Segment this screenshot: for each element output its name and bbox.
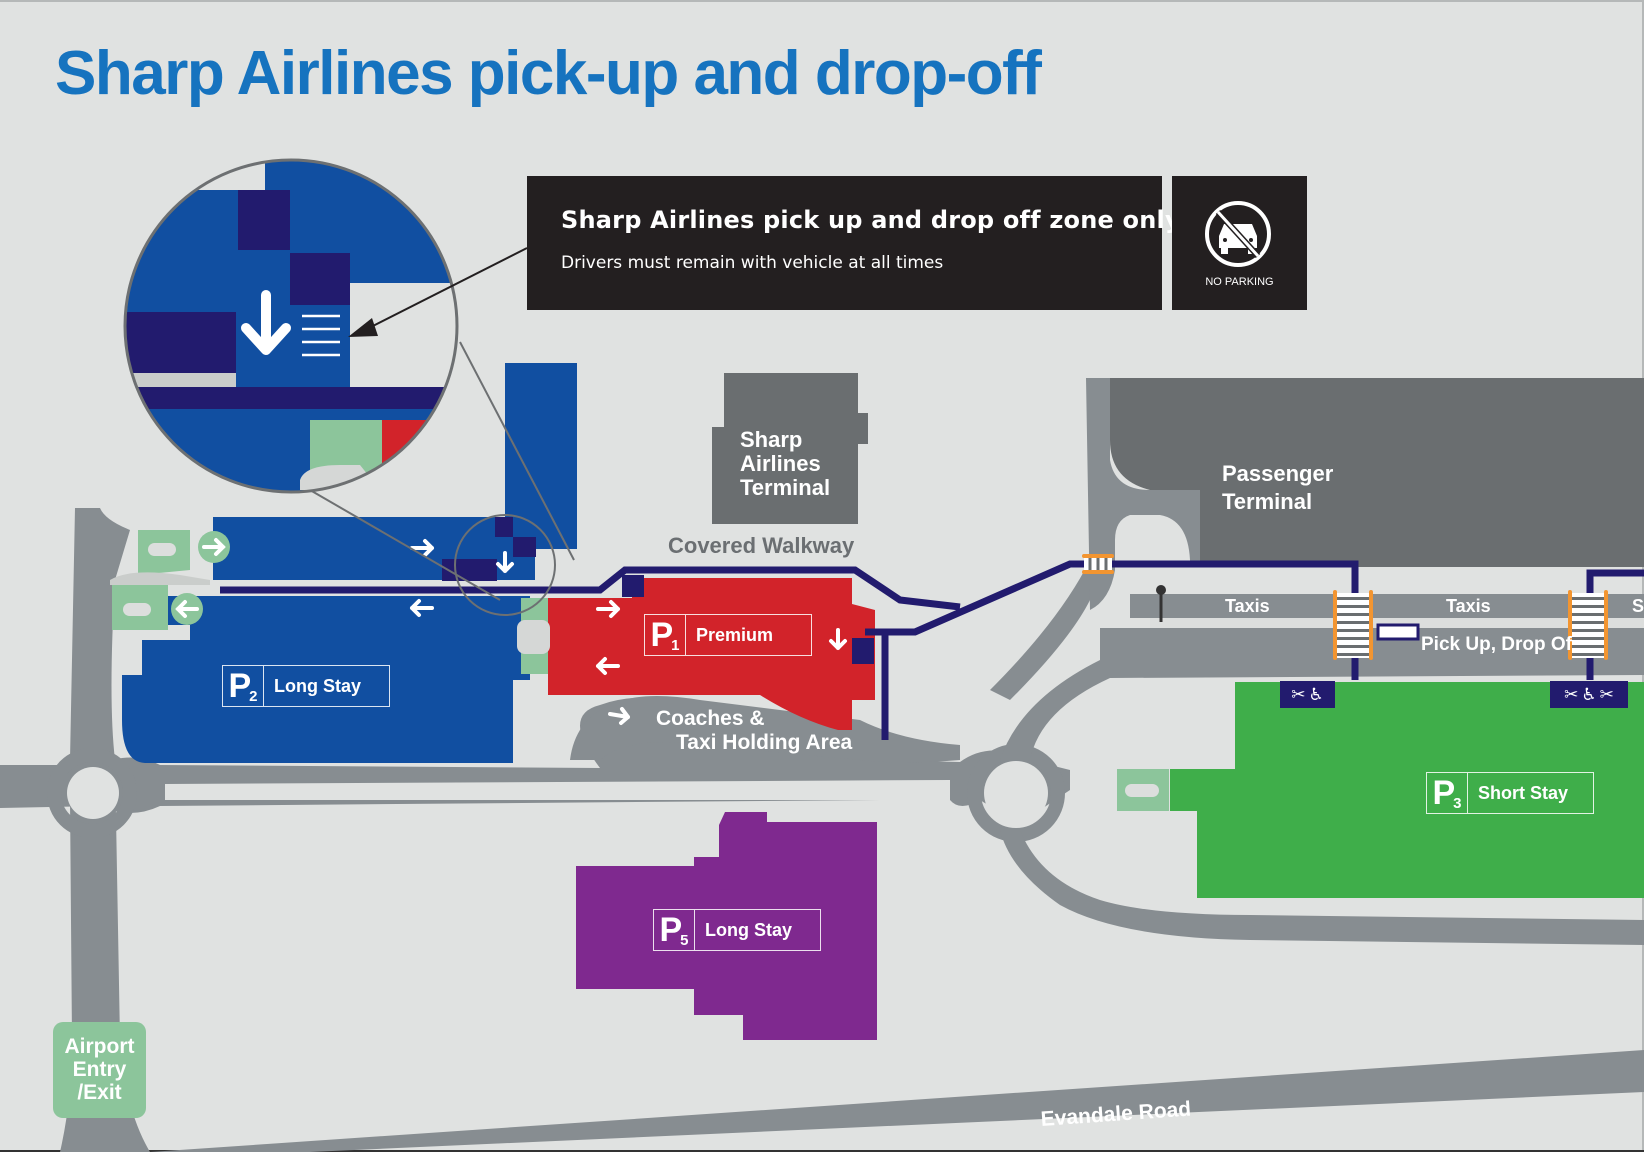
bollard-icon xyxy=(1156,585,1166,595)
label-line: Airlines xyxy=(740,451,821,476)
crossing-icon xyxy=(1082,554,1114,574)
taxi-lane xyxy=(1130,594,1644,618)
passenger-terminal xyxy=(1085,378,1644,567)
page-title: Sharp Airlines pick-up and drop-off xyxy=(55,39,1042,108)
label-line: Sharp xyxy=(740,427,803,452)
no-parking-car-icon xyxy=(1205,201,1271,267)
arrow-down-icon xyxy=(829,628,847,650)
zone-lines-icon xyxy=(302,314,340,357)
p2-car-park xyxy=(122,596,530,763)
arrow-down-icon xyxy=(496,551,514,573)
taxis-label-partial: S xyxy=(1632,596,1644,616)
no-parking-label: NO PARKING xyxy=(1205,276,1274,288)
pointer-arrow-icon xyxy=(348,318,378,337)
label-line: Entry xyxy=(72,1058,127,1081)
accessibility-badge: ✂♿✂ xyxy=(1550,681,1628,708)
arrow-left-icon xyxy=(596,657,620,675)
label-line: Terminal xyxy=(1222,489,1313,514)
pram-icon: ✂ xyxy=(1291,684,1306,705)
wheelchair-icon: ♿ xyxy=(1581,684,1597,705)
taxis-label: Taxis xyxy=(1446,596,1491,616)
roundabout-west xyxy=(67,767,119,819)
drop-off-arrow-icon xyxy=(241,290,291,355)
sharp-terminal-label: Sharp Airlines Terminal xyxy=(740,428,830,500)
airport-entry-exit-sign: Airport Entry /Exit xyxy=(53,1022,146,1118)
label-line: Passenger xyxy=(1222,461,1334,486)
label-line: Airport xyxy=(64,1035,135,1058)
pram-icon: ✂ xyxy=(1599,684,1614,705)
pram-icon: ✂ xyxy=(1564,684,1579,705)
arrow-right-icon xyxy=(608,707,630,725)
covered-walkway-label: Covered Walkway xyxy=(668,533,855,558)
evandale-road xyxy=(150,1050,1644,1152)
car-park-name: Long Stay xyxy=(705,919,793,940)
passenger-terminal-label: Passenger Terminal xyxy=(1222,460,1333,516)
roundabout-east xyxy=(984,761,1048,825)
car-park-name: Short Stay xyxy=(1478,782,1569,803)
pickup-sign xyxy=(1376,623,1420,641)
arrow-left-icon xyxy=(410,599,434,617)
notice-heading: Sharp Airlines pick up and drop off zone… xyxy=(561,206,1181,234)
no-parking-panel: NO PARKING xyxy=(1172,176,1307,310)
zebra-crossing xyxy=(1333,590,1373,660)
label-line: Terminal xyxy=(740,475,831,500)
zebra-crossing xyxy=(1568,590,1608,660)
arrow-right-icon xyxy=(410,539,434,557)
notice-subtext: Drivers must remain with vehicle at all … xyxy=(561,253,944,273)
taxis-label: Taxis xyxy=(1225,596,1270,616)
car-park-name: Premium xyxy=(696,624,774,645)
zoom-circle-small xyxy=(454,514,556,616)
coach-holding-area xyxy=(570,696,960,763)
arrow-right-icon xyxy=(596,600,620,618)
taxi-holding-label: Taxi Holding Area xyxy=(676,731,853,754)
wheelchair-icon: ♿ xyxy=(1308,684,1324,705)
car-park-name: Long Stay xyxy=(274,675,362,696)
zoom-circle xyxy=(123,158,459,494)
south-road xyxy=(1000,830,1644,945)
sharp-airlines-terminal xyxy=(712,373,868,524)
notice-panel: Sharp Airlines pick up and drop off zone… xyxy=(527,176,1181,310)
p3-car-park xyxy=(1170,682,1644,898)
p1-car-park xyxy=(548,578,875,730)
accessibility-badge: ✂♿ xyxy=(1280,681,1335,708)
p5-car-park xyxy=(576,812,877,1040)
label-line: /Exit xyxy=(77,1081,122,1104)
coaches-label: Coaches & xyxy=(656,707,765,730)
pickup-dropoff-label: Pick Up, Drop Of xyxy=(1421,634,1572,655)
